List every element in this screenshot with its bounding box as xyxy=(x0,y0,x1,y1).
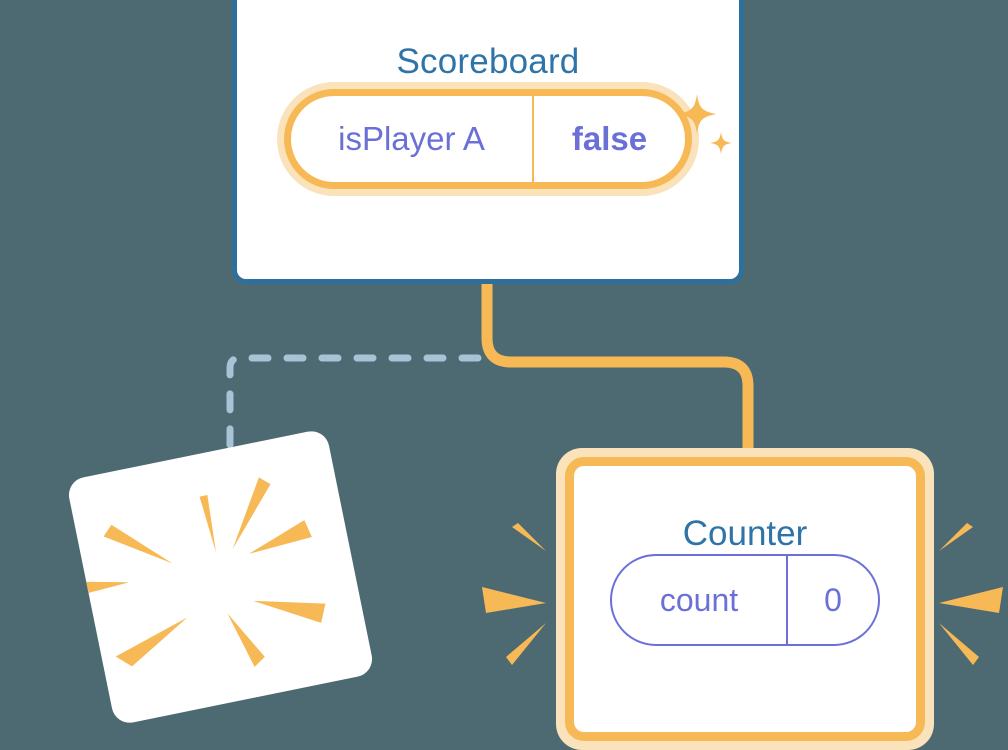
scoreboard-state-value: false xyxy=(571,120,648,157)
ray-left-top xyxy=(512,523,546,551)
ray-right-mid xyxy=(939,587,1003,613)
burst-ray-sw xyxy=(115,617,188,667)
burst-ray-e xyxy=(248,520,312,554)
burst-ray-w xyxy=(65,581,130,601)
counter-state-value: 0 xyxy=(824,581,842,618)
ray-left-mid xyxy=(482,587,546,613)
solid-connector-scoreboard-to-counter xyxy=(481,282,754,470)
counter-card-inner: Counter count 0 xyxy=(565,457,925,741)
burst-rays-group xyxy=(65,477,326,668)
burst-ray-ne xyxy=(232,477,271,550)
burst-ray-n xyxy=(199,494,217,553)
burst-ray-se xyxy=(253,600,326,623)
counter-right-rays-group xyxy=(939,523,1003,665)
scoreboard-state-pill-wrap: isPlayer A false xyxy=(237,82,739,196)
counter-state-pill[interactable]: count 0 xyxy=(610,554,880,646)
burst-ray-nw xyxy=(103,524,173,564)
node-card-scoreboard[interactable]: Scoreboard isPlayer A false xyxy=(232,0,744,284)
node-card-counter[interactable]: Counter count 0 xyxy=(556,448,934,750)
burst-ray-s xyxy=(227,613,265,668)
scoreboard-state-key: isPlayer A xyxy=(291,96,534,182)
counter-state-key: count xyxy=(612,556,788,644)
ray-right-top xyxy=(939,523,973,551)
counter-state-pill-wrap: count 0 xyxy=(574,554,916,646)
scoreboard-state-pill-inner: isPlayer A false xyxy=(284,89,692,189)
scoreboard-state-pill[interactable]: isPlayer A false xyxy=(277,82,699,196)
scoreboard-title: Scoreboard xyxy=(396,42,580,81)
counter-left-rays-group xyxy=(482,523,546,665)
ray-left-bottom xyxy=(506,623,546,665)
ray-right-bottom xyxy=(939,623,979,665)
node-card-burst[interactable] xyxy=(65,428,376,726)
counter-title: Counter xyxy=(682,514,808,553)
